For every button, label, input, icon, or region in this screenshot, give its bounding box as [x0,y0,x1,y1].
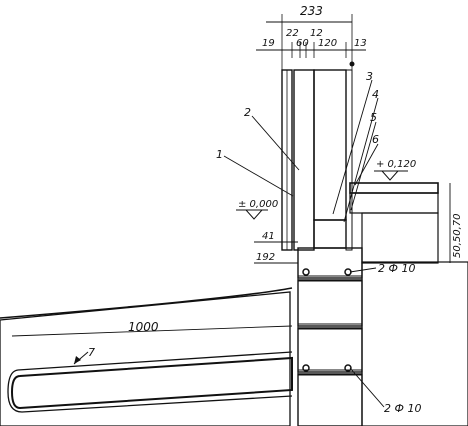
dim-13: 13 [354,38,367,49]
wall-panel [281,69,353,251]
floor-slab [349,182,439,194]
rebar-label-upper: 2 Ф 10 [378,262,415,275]
top-dimension-chain [256,14,366,70]
dim-120: 120 [318,38,337,49]
dim-22: 22 [286,28,299,39]
callout-6: 6 [372,133,379,146]
callout-1: 1 [216,148,223,161]
dim-stack: 50,50,70 [452,213,463,258]
dim-19: 19 [262,38,275,49]
rebar-circles [302,268,352,372]
callout-4: 4 [372,88,379,101]
callout-3: 3 [366,70,373,83]
dim-12: 12 [310,28,323,39]
callout-2: 2 [244,106,251,119]
waterproofing-layer-7 [7,351,293,413]
level-floor-triangle [380,170,400,181]
dim-233: 233 [300,4,323,18]
dim-41: 41 [262,231,275,242]
callout-leaders [73,79,379,365]
insulation-slab [10,356,293,410]
ground-surface-line [0,287,293,319]
callout-7: 7 [88,346,95,359]
floor-base [361,212,439,264]
callout-5: 5 [370,111,377,124]
dim-192: 192 [256,252,275,263]
dim-1000: 1000 [128,320,159,334]
level-zero-triangle [244,209,264,220]
level-floor-label: + 0,120 [376,159,416,170]
rebar-label-lower: 2 Ф 10 [384,402,421,415]
floor-insulation [349,192,439,214]
dim-60: 60 [296,38,309,49]
level-zero-label: ± 0,000 [238,199,278,210]
